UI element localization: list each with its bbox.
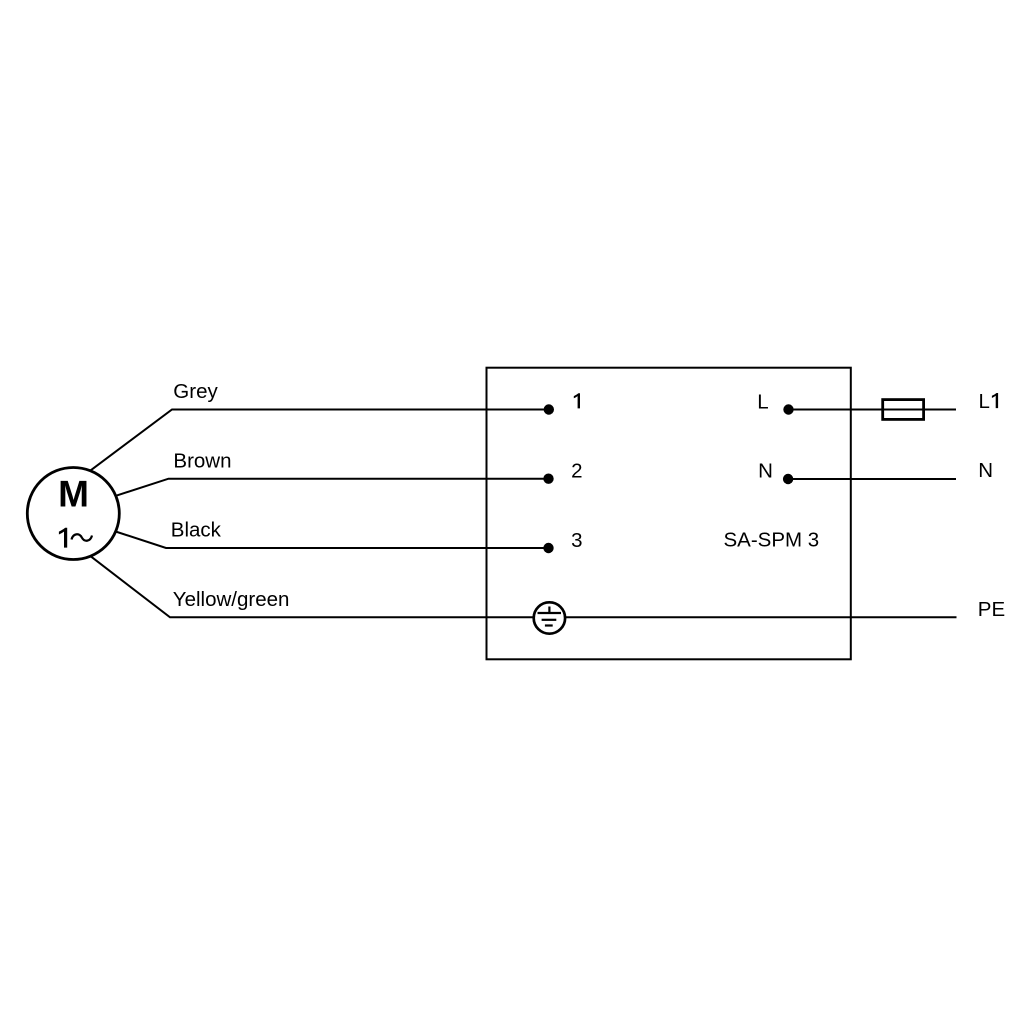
svg-text:Brown: Brown: [173, 449, 231, 472]
svg-text:L: L: [757, 391, 768, 414]
svg-text:3: 3: [571, 529, 582, 552]
svg-text:M: M: [58, 474, 89, 515]
svg-text:L: L: [979, 390, 990, 413]
svg-text:Yellow/green: Yellow/green: [173, 588, 290, 611]
svg-text:Black: Black: [171, 519, 222, 542]
svg-text:PE: PE: [978, 598, 1005, 621]
svg-text:2: 2: [571, 460, 582, 483]
svg-text:N: N: [758, 459, 773, 482]
svg-text:Grey: Grey: [173, 380, 218, 403]
svg-text:N: N: [978, 459, 993, 482]
svg-text:SA-SPM 3: SA-SPM 3: [724, 528, 820, 551]
